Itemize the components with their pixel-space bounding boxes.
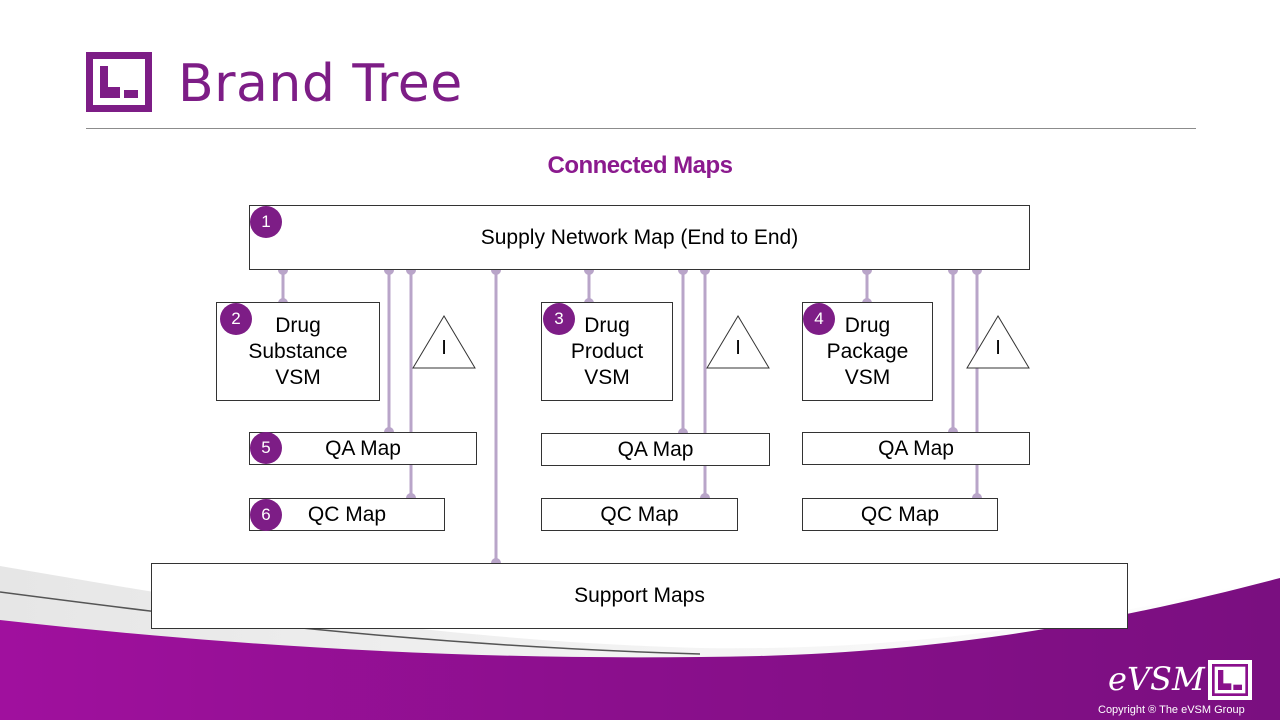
footer-brand-text: eVSM [1108, 660, 1205, 698]
inventory-triangle-icon [412, 315, 476, 369]
vsm-label: Drug Product VSM [570, 313, 644, 389]
step-badge-6: 6 [250, 499, 282, 531]
support-maps-box[interactable]: Support Maps [151, 563, 1128, 629]
vsm-label: Drug Package VSM [826, 313, 909, 389]
inventory-triangle-icon [706, 315, 770, 369]
title-divider [86, 128, 1196, 129]
step-badge-4: 4 [803, 303, 835, 335]
page-title: Brand Tree [178, 54, 463, 114]
supply-network-map-box[interactable]: Supply Network Map (End to End) [249, 205, 1030, 270]
inventory-label: I [441, 337, 447, 359]
qc-map-label: QC Map [307, 502, 387, 526]
footer-evsm-logo-icon [1208, 660, 1252, 700]
diagram-subtitle: Connected Maps [547, 152, 733, 179]
support-maps-label: Support Maps [574, 584, 705, 607]
inventory-label: I [735, 337, 741, 359]
evsm-logo-icon [86, 52, 152, 112]
qa-map-label: QA Map [325, 436, 401, 460]
qa-map-box[interactable]: QA Map [249, 432, 477, 465]
qa-map-box[interactable]: QA Map [802, 432, 1030, 465]
footer-copyright: Copyright ® The eVSM Group [1098, 704, 1245, 716]
qc-map-box[interactable]: QC Map [802, 498, 998, 531]
step-badge-2: 2 [220, 303, 252, 335]
qc-map-box[interactable]: QC Map [541, 498, 738, 531]
qa-map-box[interactable]: QA Map [541, 433, 770, 466]
inventory-label: I [995, 337, 1001, 359]
vsm-label: Drug Substance VSM [248, 313, 348, 389]
qa-map-label: QA Map [878, 436, 954, 460]
supply-network-map-label: Supply Network Map (End to End) [480, 225, 799, 249]
step-badge-3: 3 [543, 303, 575, 335]
qa-map-label: QA Map [617, 437, 694, 461]
step-badge-5: 5 [250, 432, 282, 464]
qc-map-label: QC Map [860, 502, 940, 526]
qc-map-box[interactable]: QC Map [249, 498, 445, 531]
qc-map-label: QC Map [600, 502, 679, 526]
inventory-triangle-icon [966, 315, 1030, 369]
step-badge-1: 1 [250, 206, 282, 238]
